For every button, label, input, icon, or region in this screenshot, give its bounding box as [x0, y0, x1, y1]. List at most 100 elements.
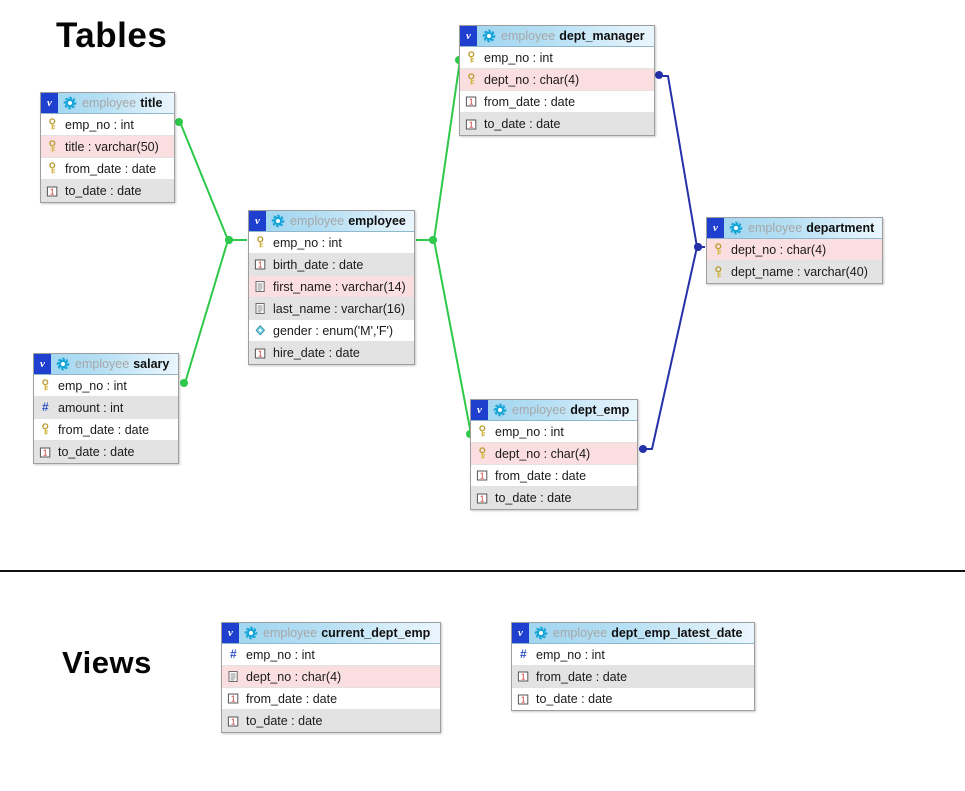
calendar-icon: 1 — [254, 348, 266, 358]
column-row[interactable]: #amount : int — [34, 397, 178, 419]
key-icon — [468, 51, 475, 63]
entity-name-label: current_dept_emp — [321, 626, 431, 640]
entity-name-label: department — [806, 221, 875, 235]
column-label: emp_no : int — [273, 235, 342, 250]
column-row[interactable]: gender : enum('M','F') — [249, 320, 414, 342]
column-row[interactable]: emp_no : int — [249, 232, 414, 254]
relationship-employee-salary[interactable] — [181, 239, 247, 384]
column-label: from_date : date — [495, 468, 587, 483]
key-icon — [715, 243, 722, 255]
section-divider — [0, 570, 965, 572]
svg-text:1: 1 — [231, 694, 236, 703]
calendar-icon: 1 — [227, 716, 239, 726]
column-row[interactable]: emp_no : int — [41, 114, 174, 136]
column-row[interactable]: dept_name : varchar(40) — [707, 261, 882, 283]
column-row[interactable]: from_date : date — [34, 419, 178, 441]
column-row[interactable]: #emp_no : int — [512, 644, 754, 666]
gear-icon — [534, 626, 548, 640]
key-icon — [479, 447, 486, 459]
key-icon — [42, 423, 49, 435]
column-label: emp_no : int — [495, 424, 564, 439]
svg-text:#: # — [42, 401, 49, 414]
column-row[interactable]: emp_no : int — [460, 47, 654, 69]
column-row[interactable]: #emp_no : int — [222, 644, 440, 666]
relationship-employee-title[interactable] — [176, 121, 247, 241]
calendar-icon: 1 — [39, 447, 51, 457]
gear-icon — [482, 29, 496, 43]
column-row[interactable]: title : varchar(50) — [41, 136, 174, 158]
column-row[interactable]: 1 from_date : date — [512, 666, 754, 688]
column-row[interactable]: 1 to_date : date — [34, 441, 178, 463]
calendar-icon: 1 — [465, 119, 477, 129]
column-label: to_date : date — [484, 117, 561, 131]
entity-name-label: dept_manager — [559, 29, 645, 43]
calendar-icon: 1 — [517, 671, 529, 682]
entity-schema-label: employee — [553, 626, 608, 640]
column-label: dept_no : char(4) — [484, 72, 580, 87]
column-label: last_name : varchar(16) — [273, 301, 406, 316]
key-icon — [715, 265, 722, 277]
column-row[interactable]: 1 from_date : date — [222, 688, 440, 710]
entity-schema-label: employee — [75, 357, 130, 371]
column-label: birth_date : date — [273, 257, 364, 272]
view-badge-icon: v — [249, 211, 266, 231]
relationship-employee-dept_manager[interactable] — [416, 59, 461, 241]
gear-icon — [56, 357, 70, 371]
svg-text:1: 1 — [521, 672, 526, 681]
column-row[interactable]: dept_no : char(4) — [707, 239, 882, 261]
column-row[interactable]: dept_no : char(4) — [471, 443, 637, 465]
view-badge-icon: v — [34, 354, 51, 374]
column-row[interactable]: last_name : varchar(16) — [249, 298, 414, 320]
column-row[interactable]: 1 to_date : date — [460, 113, 654, 135]
column-row[interactable]: emp_no : int — [471, 421, 637, 443]
relationship-department-dept_emp[interactable] — [639, 246, 705, 450]
column-label: from_date : date — [536, 669, 628, 684]
column-row[interactable]: dept_no : char(4) — [460, 69, 654, 91]
calendar-icon: 1 — [476, 493, 488, 503]
column-label: dept_name : varchar(40) — [731, 265, 868, 279]
relationship-employee-dept_emp[interactable] — [416, 239, 472, 435]
column-label: emp_no : int — [58, 378, 127, 393]
relationship-endpoint — [694, 243, 702, 251]
column-label: emp_no : int — [65, 117, 134, 132]
column-label: from_date : date — [246, 691, 338, 706]
views-section-caption: Views — [62, 645, 152, 680]
column-row[interactable]: emp_no : int — [34, 375, 178, 397]
text-icon — [255, 303, 265, 314]
column-label: dept_no : char(4) — [246, 669, 342, 684]
column-row[interactable]: first_name : varchar(14) — [249, 276, 414, 298]
entity-name-label: dept_emp — [570, 403, 630, 417]
svg-text:#: # — [230, 648, 237, 661]
entity-name-label: employee — [348, 214, 406, 228]
column-row[interactable]: from_date : date — [41, 158, 174, 180]
key-icon — [42, 379, 49, 391]
gear-icon — [63, 96, 77, 110]
relationship-department-dept_manager[interactable] — [657, 75, 705, 248]
column-label: to_date : date — [58, 445, 135, 459]
column-row[interactable]: dept_no : char(4) — [222, 666, 440, 688]
